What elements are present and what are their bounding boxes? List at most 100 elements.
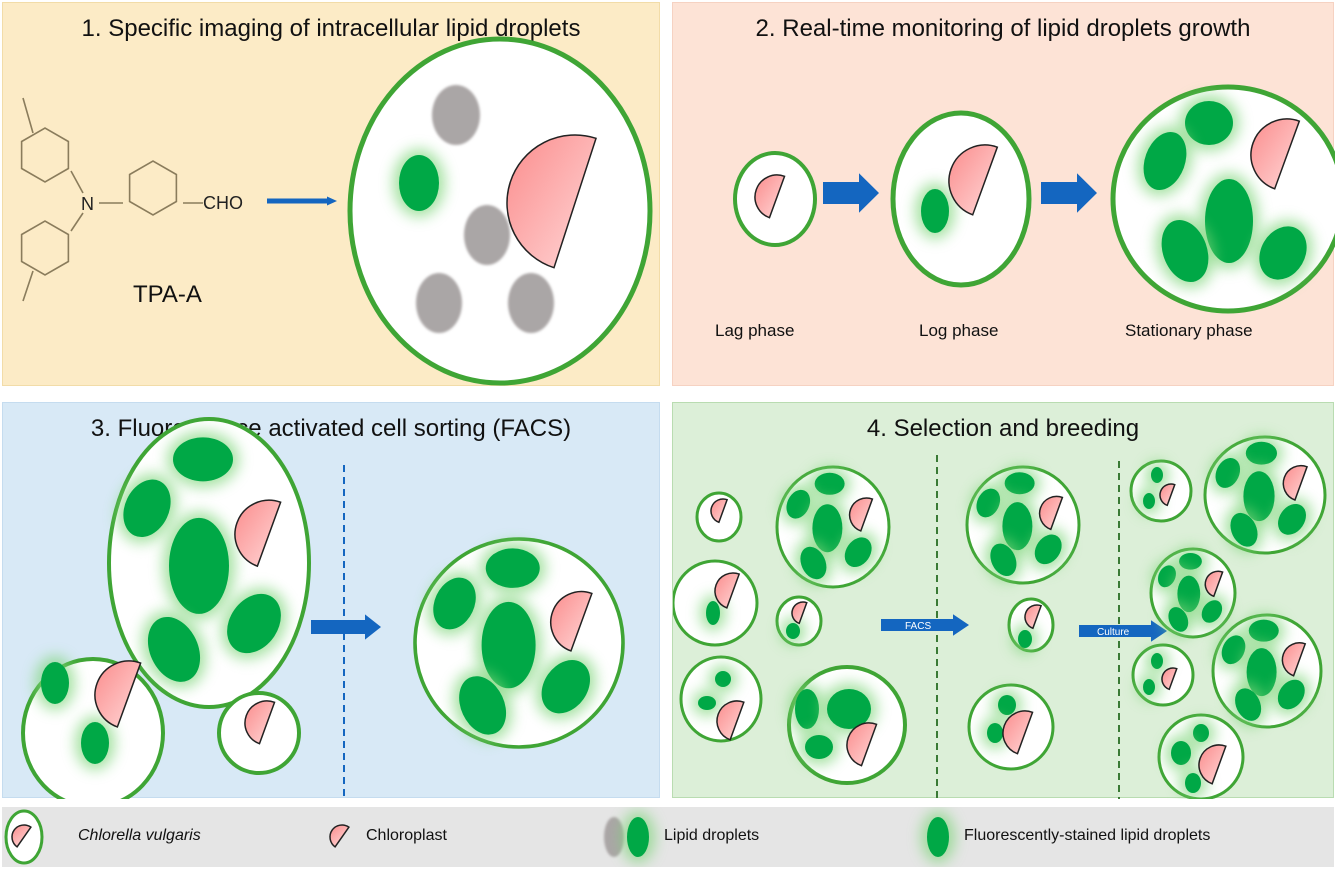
lipid-droplet [998, 695, 1016, 715]
lipid-droplet [1002, 502, 1033, 551]
lipid-droplet [485, 548, 540, 588]
arrow-icon [823, 173, 879, 213]
lipid-droplet-unstained [604, 817, 624, 857]
lipid-droplet [805, 735, 833, 759]
lipid-droplet [1205, 179, 1253, 263]
lipid-droplet-unstained [464, 205, 510, 265]
lipid-droplet-unstained [416, 273, 462, 333]
panel-4-illustration: FACS Culture [673, 435, 1327, 799]
lipid-droplet [844, 537, 872, 568]
lipid-droplet [1235, 688, 1262, 721]
lipid-droplet-unstained [508, 273, 554, 333]
lipid-droplet [1168, 607, 1189, 632]
molecule-name: TPA-A [133, 281, 202, 308]
nitrogen-atom: N [81, 194, 94, 214]
chlorella-cell-icon [4, 809, 44, 865]
lipid-droplet [81, 722, 109, 764]
lipid-droplet [1004, 472, 1035, 495]
lipid-droplet [812, 504, 843, 553]
chloroplast [234, 499, 282, 568]
lipid-droplet-icon [604, 811, 655, 863]
chloroplast [948, 144, 999, 216]
lipid-droplet [1230, 512, 1258, 547]
phase-label-stationary: Stationary phase [1125, 321, 1253, 340]
panel-title: 4. Selection and breeding [866, 415, 1140, 442]
chloroplast [1161, 667, 1178, 691]
lipid-droplet [1179, 552, 1202, 570]
chloroplast [11, 824, 32, 848]
legend-label-chloroplast: Chloroplast [366, 827, 447, 844]
chloroplast [714, 572, 741, 609]
arrow-icon [1041, 173, 1097, 213]
benzene-ring [20, 220, 70, 276]
culture-arrow-label: Culture [1097, 627, 1130, 638]
lipid-droplet [827, 689, 871, 729]
chloroplast [1250, 118, 1301, 190]
bond [22, 97, 34, 134]
chloroplast [846, 722, 878, 767]
lipid-droplet-unstained [432, 85, 480, 145]
lipid-droplet [921, 189, 949, 233]
lipid-droplet [786, 623, 800, 639]
lipid-droplet [1245, 441, 1277, 465]
lipid-droplet [1221, 635, 1246, 665]
lipid-droplet [1185, 101, 1233, 145]
lipid-droplet [1034, 534, 1062, 565]
chloroplast [1204, 570, 1224, 598]
legend: Chlorella vulgaris Chloroplast Lipid dro… [2, 807, 1334, 867]
chloroplast [1198, 744, 1227, 785]
benzene-ring [20, 127, 70, 183]
bond [70, 170, 84, 194]
lipid-droplet [927, 817, 949, 857]
lipid-droplet [1143, 131, 1187, 191]
chloroplast [244, 700, 276, 745]
lipid-droplet [1018, 630, 1032, 648]
panel-1-illustration: N CHO [20, 36, 653, 386]
lipid-droplet [1171, 741, 1191, 765]
chloroplast [716, 700, 745, 741]
chloroplast [1038, 495, 1064, 531]
lipid-droplet [173, 437, 233, 482]
chloroplast [1159, 483, 1176, 507]
facs-arrow [881, 614, 969, 636]
lipid-droplet [541, 660, 591, 714]
chloroplast [506, 134, 597, 269]
lipid-droplet [399, 155, 439, 211]
lipid-droplet [814, 472, 845, 495]
lipid-droplet [1143, 679, 1155, 695]
lipid-droplet [1248, 619, 1279, 642]
lipid-droplet [41, 662, 69, 704]
lipid-droplet [227, 593, 281, 654]
chloroplast [1002, 710, 1034, 755]
chloroplast [550, 590, 593, 652]
lipid-droplet [459, 676, 507, 735]
legend-label-chlorella: Chlorella vulgaris [78, 827, 201, 844]
lipid-droplet [1161, 220, 1209, 282]
lipid-droplet [795, 689, 819, 729]
chloroplast [791, 601, 808, 625]
lipid-droplet [123, 479, 171, 538]
panel-realtime-monitoring: 2. Real-time monitoring of lipid droplet… [672, 2, 1335, 386]
legend-label-fluorescent-droplets: Fluorescently-stained lipid droplets [964, 827, 1211, 844]
lipid-droplet [1151, 467, 1163, 483]
panel-2-illustration [733, 84, 1335, 314]
lipid-droplet [1185, 773, 1201, 793]
panel-3-illustration [21, 417, 625, 799]
benzene-ring [128, 160, 178, 216]
lipid-droplet [1215, 458, 1241, 488]
lipid-droplet [1143, 493, 1155, 509]
lipid-droplet [990, 543, 1017, 577]
lipid-droplet [1177, 575, 1201, 613]
chloroplast [710, 498, 729, 524]
lipid-droplet [1157, 565, 1176, 588]
lipid-droplet [698, 696, 716, 710]
aldehyde-group: CHO [203, 193, 243, 213]
chloroplast [329, 824, 350, 848]
phase-label-log: Log phase [919, 321, 999, 340]
facs-arrow-label: FACS [905, 621, 931, 632]
lipid-droplet [800, 546, 827, 580]
fluorescent-droplet-icon [921, 811, 955, 863]
chloroplast [848, 497, 874, 532]
lipid-droplet [627, 817, 649, 857]
legend-label-lipid-droplets: Lipid droplets [664, 827, 760, 844]
